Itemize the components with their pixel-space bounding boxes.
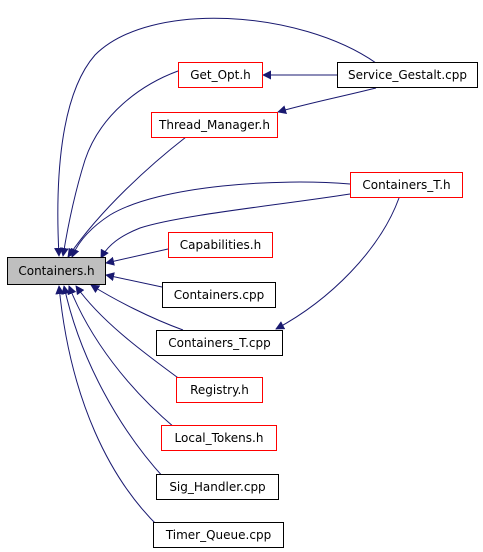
node-service-gestalt-cpp[interactable]: Service_Gestalt.cpp <box>337 62 478 88</box>
edge-service-gestalt-to-containers <box>54 17 377 257</box>
node-timer-queue-cpp[interactable]: Timer_Queue.cpp <box>153 522 284 548</box>
node-thread-manager-h[interactable]: Thread_Manager.h <box>151 112 278 138</box>
edge-registry-to-containers <box>75 285 182 381</box>
node-containers-cpp[interactable]: Containers.cpp <box>162 282 276 308</box>
node-registry-h[interactable]: Registry.h <box>176 377 263 403</box>
node-sig-handler-cpp[interactable]: Sig_Handler.cpp <box>156 474 279 500</box>
edge-containers-t-cpp-to-containers-t-h <box>275 197 400 330</box>
edge-sig-handler-to-containers <box>61 285 165 479</box>
edge-service-gestalt-to-thread-manager <box>277 87 377 115</box>
node-local-tokens-h[interactable]: Local_Tokens.h <box>161 425 277 451</box>
node-containers-t-cpp[interactable]: Containers_T.cpp <box>156 330 283 356</box>
edge-local-tokens-to-containers <box>67 285 176 429</box>
node-containers-h: Containers.h <box>7 257 106 285</box>
node-capabilities-h[interactable]: Capabilities.h <box>168 232 273 258</box>
node-containers-t-h[interactable]: Containers_T.h <box>350 172 463 198</box>
edge-get-opt-to-containers <box>59 70 179 257</box>
edge-containers-t-h-to-containers-upper <box>70 181 351 258</box>
edge-containers-t-h-to-containers-lower <box>100 193 351 259</box>
edge-thread-manager-to-containers <box>67 136 187 258</box>
node-get-opt-h[interactable]: Get_Opt.h <box>178 62 263 88</box>
edge-capabilities-to-containers <box>105 248 169 266</box>
edge-timer-queue-to-containers <box>55 285 161 529</box>
edge-containers-t-cpp-to-containers <box>90 284 184 331</box>
edge-containers-cpp-to-containers <box>105 272 163 288</box>
